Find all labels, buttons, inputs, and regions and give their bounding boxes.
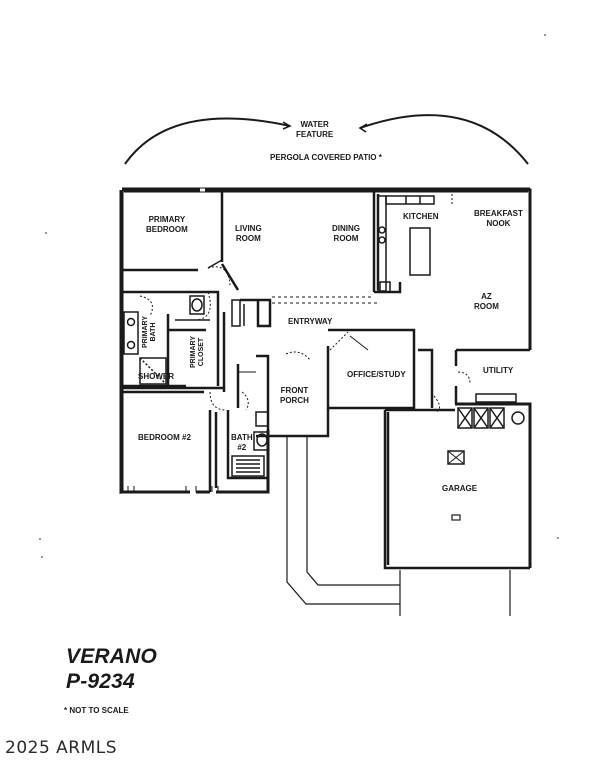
label-primary-bedroom: PRIMARY BEDROOM (146, 215, 188, 234)
copyright-watermark: 2025 ARMLS (5, 738, 118, 758)
model-name: VERANO (66, 645, 158, 668)
label-water-feature: WATER FEATURE (296, 120, 334, 139)
label-primary-closet: PRIMARY CLOSET (190, 335, 205, 369)
label-garage: GARAGE (442, 484, 478, 493)
model-number: P-9234 (66, 670, 135, 693)
label-shower: SHOWER (138, 372, 174, 381)
label-breakfast-nook: BREAKFAST NOOK (474, 209, 523, 228)
label-front-porch: FRONT PORCH (280, 386, 309, 405)
label-az-room: AZ ROOM (474, 292, 499, 311)
label-kitchen: KITCHEN (403, 212, 439, 221)
label-bedroom-2: BEDROOM #2 (138, 433, 191, 442)
driveway-lines (286, 436, 511, 616)
label-entryway: ENTRYWAY (288, 317, 333, 326)
label-office-study: OFFICE/STUDY (347, 370, 406, 379)
label-living-room: LIVING ROOM (235, 224, 262, 243)
label-bath-2: BATH #2 (231, 433, 253, 452)
label-primary-bath: PRIMARY BATH (142, 315, 157, 348)
exterior-walls (120, 188, 532, 568)
patio-arc-left (124, 117, 291, 165)
scale-note: * NOT TO SCALE (64, 706, 129, 715)
garage-walls (383, 408, 530, 570)
patio-arc-right (359, 114, 529, 165)
label-pergola-covered-patio: PERGOLA COVERED PATIO * (270, 153, 382, 162)
label-utility: UTILITY (483, 366, 514, 375)
label-dining-room: DINING ROOM (332, 224, 360, 243)
